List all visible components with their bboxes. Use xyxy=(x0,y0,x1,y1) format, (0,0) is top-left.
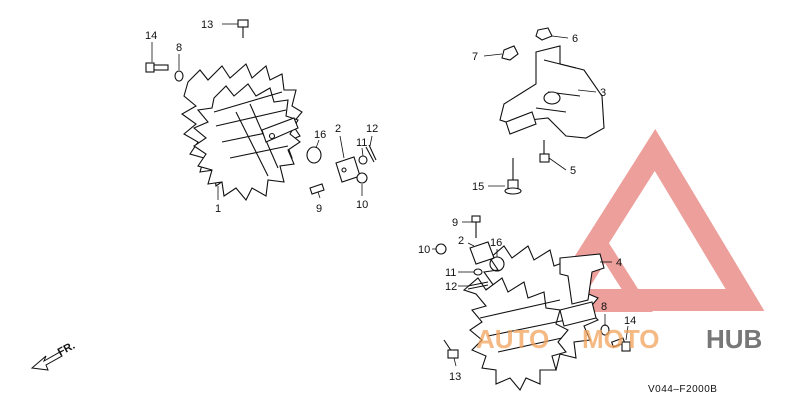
watermark-brand-part1: AUTO xyxy=(476,324,549,354)
callout-14-upper: 14 xyxy=(145,30,157,42)
callout-labels: 13 14 8 1 2 16 12 11 9 10 7 6 3 5 15 9 1… xyxy=(145,19,636,383)
tine-plate-lower-front xyxy=(462,277,569,391)
bolt-5 xyxy=(539,140,550,163)
leader-lines xyxy=(151,23,629,367)
callout-6: 6 xyxy=(572,33,578,45)
bolt-15 xyxy=(504,158,522,195)
front-direction-indicator: FR. xyxy=(30,340,77,371)
watermark-brand-part2: MOTO xyxy=(582,324,660,354)
callout-9-lower: 9 xyxy=(452,217,458,229)
callout-16-lower: 16 xyxy=(490,237,502,249)
tine-assembly-upper xyxy=(180,63,303,201)
watermark-brand-part3: HUB xyxy=(706,324,762,354)
callout-9-upper: 9 xyxy=(316,203,322,215)
washer-8-upper xyxy=(174,70,184,82)
bolt-9-lower xyxy=(471,215,481,238)
callout-2-upper: 2 xyxy=(335,123,341,135)
bracket-4 xyxy=(559,253,605,305)
bolt-14-lower xyxy=(610,337,631,352)
callout-14-lower: 14 xyxy=(624,315,636,327)
callout-11-lower: 11 xyxy=(445,267,456,279)
bolt-13-upper xyxy=(237,19,249,38)
callout-3: 3 xyxy=(600,87,606,99)
watermark-text: AUTO MOTO HUB xyxy=(476,324,762,354)
bolt-13-lower xyxy=(443,339,459,359)
callout-12-lower: 12 xyxy=(445,281,457,293)
tine-assembly-lower xyxy=(435,215,631,391)
front-label: FR. xyxy=(56,340,77,359)
parts-left-group xyxy=(145,19,377,195)
block-2-upper xyxy=(335,156,361,183)
callout-11-upper: 11 xyxy=(356,137,367,149)
nut-6 xyxy=(535,27,553,41)
callout-4: 4 xyxy=(616,257,622,269)
callout-16-upper: 16 xyxy=(314,129,326,141)
callout-8-lower: 8 xyxy=(601,301,607,313)
callout-8-upper: 8 xyxy=(176,42,182,54)
callout-2-lower: 2 xyxy=(458,235,464,247)
callout-1: 1 xyxy=(215,203,221,215)
callout-13-upper: 13 xyxy=(201,19,213,31)
nut-7 xyxy=(501,45,519,61)
callout-13-lower: 13 xyxy=(449,371,461,383)
callout-10-upper: 10 xyxy=(356,199,368,211)
callout-12-upper: 12 xyxy=(366,123,378,135)
oring-16-upper xyxy=(306,146,322,164)
drawing-code: V044–F2000B xyxy=(648,384,717,395)
housing-assembly xyxy=(499,27,605,195)
callout-7: 7 xyxy=(472,51,478,63)
callout-10-lower: 10 xyxy=(418,244,430,256)
callout-15: 15 xyxy=(472,181,484,193)
bolt-14-upper xyxy=(145,62,169,73)
callout-5: 5 xyxy=(570,165,576,177)
